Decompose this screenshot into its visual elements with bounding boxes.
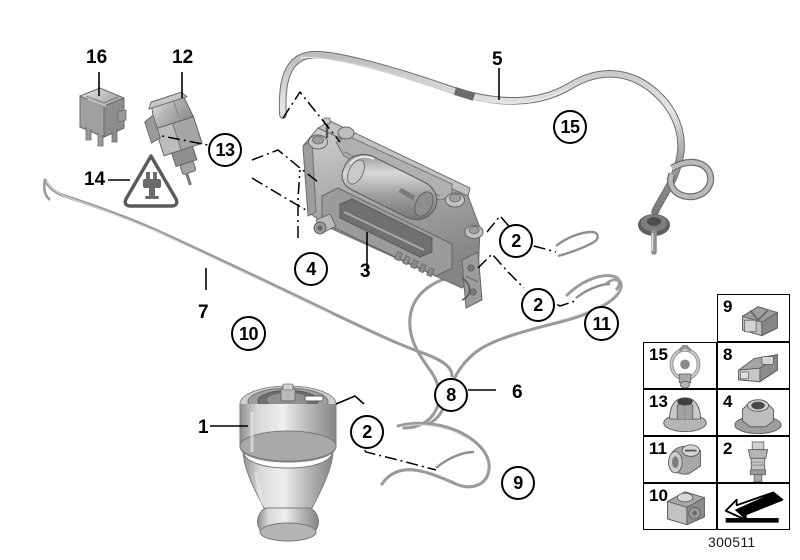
air-line-8 [402,275,454,430]
quick-connector-icon [747,441,769,482]
relay-16 [79,87,127,147]
drawing-number: 300511 [708,534,756,550]
callout-2-connector-upper[interactable]: 2 [499,224,533,258]
legend-label-9: 9 [723,297,733,316]
legend-label-2: 2 [723,439,733,458]
electrical-warning-triangle-14 [123,154,179,208]
leader-lines-dashdot [161,90,579,471]
legend-cell-10[interactable]: 10 [643,483,717,530]
parts-legend: 9 15 8 13 [643,294,790,530]
clip-11-detail [564,274,621,298]
line-clamp-icon [738,353,778,383]
callout-8-clamp[interactable]: 8 [434,378,468,412]
callout-9-clip-lower[interactable]: 9 [501,466,535,500]
callout-13-cap-nut[interactable]: 13 [208,133,242,167]
arrow-direction-icon [724,491,784,523]
air-line-7 [42,178,454,378]
callout-2-connector-lower[interactable]: 2 [350,415,384,449]
cap-nut-icon [663,397,707,433]
callout-12-valve-block[interactable]: 12 [172,47,194,68]
legend-cell-15[interactable]: 15 [643,342,717,389]
legend-cell-11[interactable]: 11 [643,436,717,483]
legend-cell-9[interactable]: 9 [717,294,790,342]
screw-clamp-icon [668,444,701,475]
callout-1-air-spring[interactable]: 1 [198,417,209,438]
callout-14-warning-symbol[interactable]: 14 [84,169,106,190]
callout-3-compressor[interactable]: 3 [360,261,371,282]
callout-6-air-line-right[interactable]: 6 [512,382,523,403]
callout-10-bracket[interactable]: 10 [231,316,266,351]
legend-cell-arrow[interactable] [717,483,790,530]
legend-label-13: 13 [649,392,668,411]
leader-lines [98,68,500,427]
legend-cell-2[interactable]: 2 [717,436,790,483]
flange-nut-icon [734,399,782,435]
legend-cell-8[interactable]: 8 [717,342,790,389]
legend-label-4: 4 [723,392,733,411]
legend-label-10: 10 [649,486,668,505]
callout-15-hose-clamp[interactable]: 15 [553,110,587,144]
callout-11-clip[interactable]: 11 [584,306,619,341]
valve-block-12 [144,91,203,186]
pressure-line-5 [278,50,715,255]
clip-bracket-icon [742,306,778,337]
air-line-9 [380,421,491,489]
legend-label-15: 15 [649,345,668,364]
callout-5-pressure-line[interactable]: 5 [492,49,503,70]
rubber-mount-icon [667,491,705,526]
legend-label-11: 11 [649,439,667,458]
callout-7-air-line-left[interactable]: 7 [198,302,209,323]
hose-clamp-icon [669,345,701,389]
quick-connectors [435,230,611,469]
air-supply-compressor-3 [302,117,484,309]
callout-2-connector-mid[interactable]: 2 [521,288,555,322]
legend-cell-13[interactable]: 13 [643,389,717,436]
air-spring-strut-1 [239,383,337,542]
legend-label-8: 8 [723,345,733,364]
callout-16-relay[interactable]: 16 [86,47,108,68]
callout-4-nut[interactable]: 4 [294,252,328,286]
legend-cell-4[interactable]: 4 [717,389,790,436]
